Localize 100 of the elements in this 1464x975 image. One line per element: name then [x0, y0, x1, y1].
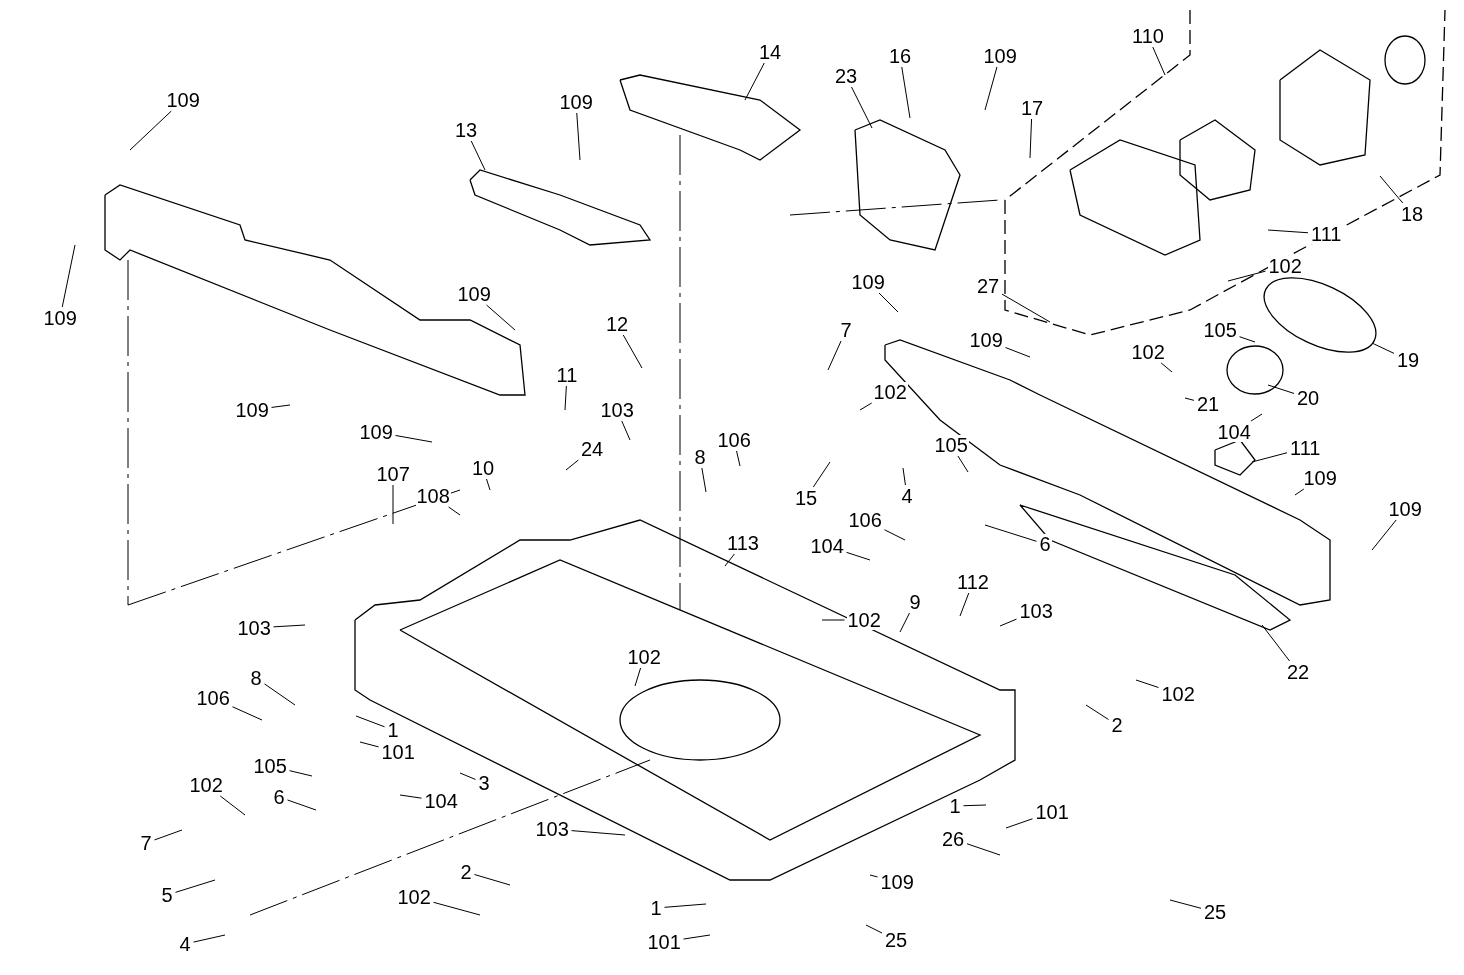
leader-line	[355, 715, 385, 728]
leader-line	[859, 402, 873, 411]
callout-number: 103	[534, 819, 570, 839]
leader-line	[821, 619, 845, 621]
leader-line	[1379, 175, 1404, 204]
callout-number: 109	[982, 46, 1018, 66]
leader-line	[736, 450, 741, 467]
leader-line	[701, 467, 707, 493]
callout-number: 7	[139, 833, 153, 853]
callout-number: 109	[558, 92, 594, 112]
callout-number: 102	[626, 647, 662, 667]
leader-line	[470, 140, 486, 171]
leader-line	[827, 340, 842, 371]
leader-line	[851, 86, 873, 129]
callout-number: 106	[195, 688, 231, 708]
leader-line	[1371, 519, 1397, 551]
leader-line	[1029, 118, 1033, 159]
callout-number: 105	[252, 756, 288, 776]
callout-number: 11	[555, 365, 579, 385]
callout-number: 9	[908, 592, 922, 612]
callout-number: 17	[1020, 98, 1045, 118]
leader-line	[129, 110, 172, 151]
callout-number: 109	[42, 308, 78, 328]
callout-number: 102	[396, 887, 432, 907]
leader-line	[399, 794, 422, 799]
callout-number: 111	[1289, 438, 1322, 458]
callout-number: 109	[1387, 499, 1423, 519]
leader-line	[1261, 624, 1291, 662]
leader-line	[193, 934, 226, 943]
leader-line	[1267, 229, 1309, 234]
leader-line	[1184, 397, 1195, 401]
callout-number: 102	[188, 775, 224, 795]
leader-line	[1169, 899, 1202, 909]
callout-number: 10	[471, 458, 496, 478]
leader-line	[622, 334, 643, 369]
leader-line	[564, 385, 567, 411]
callout-number: 7	[839, 320, 853, 340]
leader-line	[744, 62, 765, 101]
leader-line	[219, 795, 246, 816]
leader-line	[1001, 293, 1051, 323]
callout-number: 101	[646, 932, 682, 952]
leader-line	[154, 829, 183, 841]
callout-number: 101	[380, 742, 416, 762]
leader-line	[1005, 347, 1031, 358]
leader-line	[448, 506, 461, 516]
callout-number: 102	[872, 382, 908, 402]
callout-number: 8	[249, 668, 263, 688]
leader-line	[1250, 413, 1263, 422]
leader-line	[1152, 46, 1166, 76]
callout-number: 4	[178, 934, 192, 954]
leader-line	[571, 830, 626, 836]
leader-line	[999, 618, 1017, 627]
callout-number: 6	[1038, 534, 1052, 554]
callout-number: 105	[1202, 320, 1238, 340]
leader-line	[175, 879, 216, 893]
callout-number: 19	[1396, 350, 1421, 370]
leader-line	[902, 467, 906, 486]
callout-number: 1	[948, 796, 962, 816]
leader-line	[1227, 270, 1266, 282]
callout-number: 104	[1216, 422, 1252, 442]
callout-number: 23	[834, 66, 859, 86]
callout-number: 102	[846, 610, 882, 630]
leader-line	[1239, 336, 1256, 343]
callout-number: 12	[605, 314, 630, 334]
callout-number: 6	[272, 787, 286, 807]
leader-line	[264, 683, 296, 706]
leader-line	[1251, 452, 1288, 463]
callout-number: 109	[850, 272, 886, 292]
leader-line	[232, 706, 263, 721]
callout-number: 20	[1296, 388, 1321, 408]
leader-line	[359, 741, 379, 748]
callout-number: 104	[423, 791, 459, 811]
callout-number: 102	[1267, 256, 1303, 276]
leader-line	[1267, 384, 1295, 394]
callout-number: 111	[1310, 224, 1343, 244]
leader-line	[966, 843, 1001, 856]
callout-number: 101	[1034, 802, 1070, 822]
callout-number: 25	[1203, 902, 1228, 922]
leader-line	[433, 901, 481, 916]
callout-number: 8	[693, 447, 707, 467]
leader-line	[878, 292, 899, 313]
callout-number: 106	[847, 510, 883, 530]
callout-number: 109	[879, 872, 915, 892]
leader-line	[287, 799, 317, 811]
callout-number: 14	[758, 42, 783, 62]
leader-line	[664, 903, 707, 908]
leader-line	[1085, 704, 1109, 720]
leader-line	[724, 553, 735, 567]
callout-number: 112	[956, 572, 990, 592]
callout-number: 102	[1130, 342, 1166, 362]
callout-number: 109	[1302, 468, 1338, 488]
leader-line	[1160, 362, 1173, 373]
callout-number: 2	[459, 862, 473, 882]
leader-line	[61, 244, 76, 308]
leader-line	[565, 459, 579, 471]
leader-line	[273, 624, 306, 628]
callout-number: 102	[1160, 684, 1196, 704]
callout-number: 26	[941, 829, 966, 849]
leader-line	[957, 455, 969, 473]
callout-number: 18	[1400, 204, 1425, 224]
